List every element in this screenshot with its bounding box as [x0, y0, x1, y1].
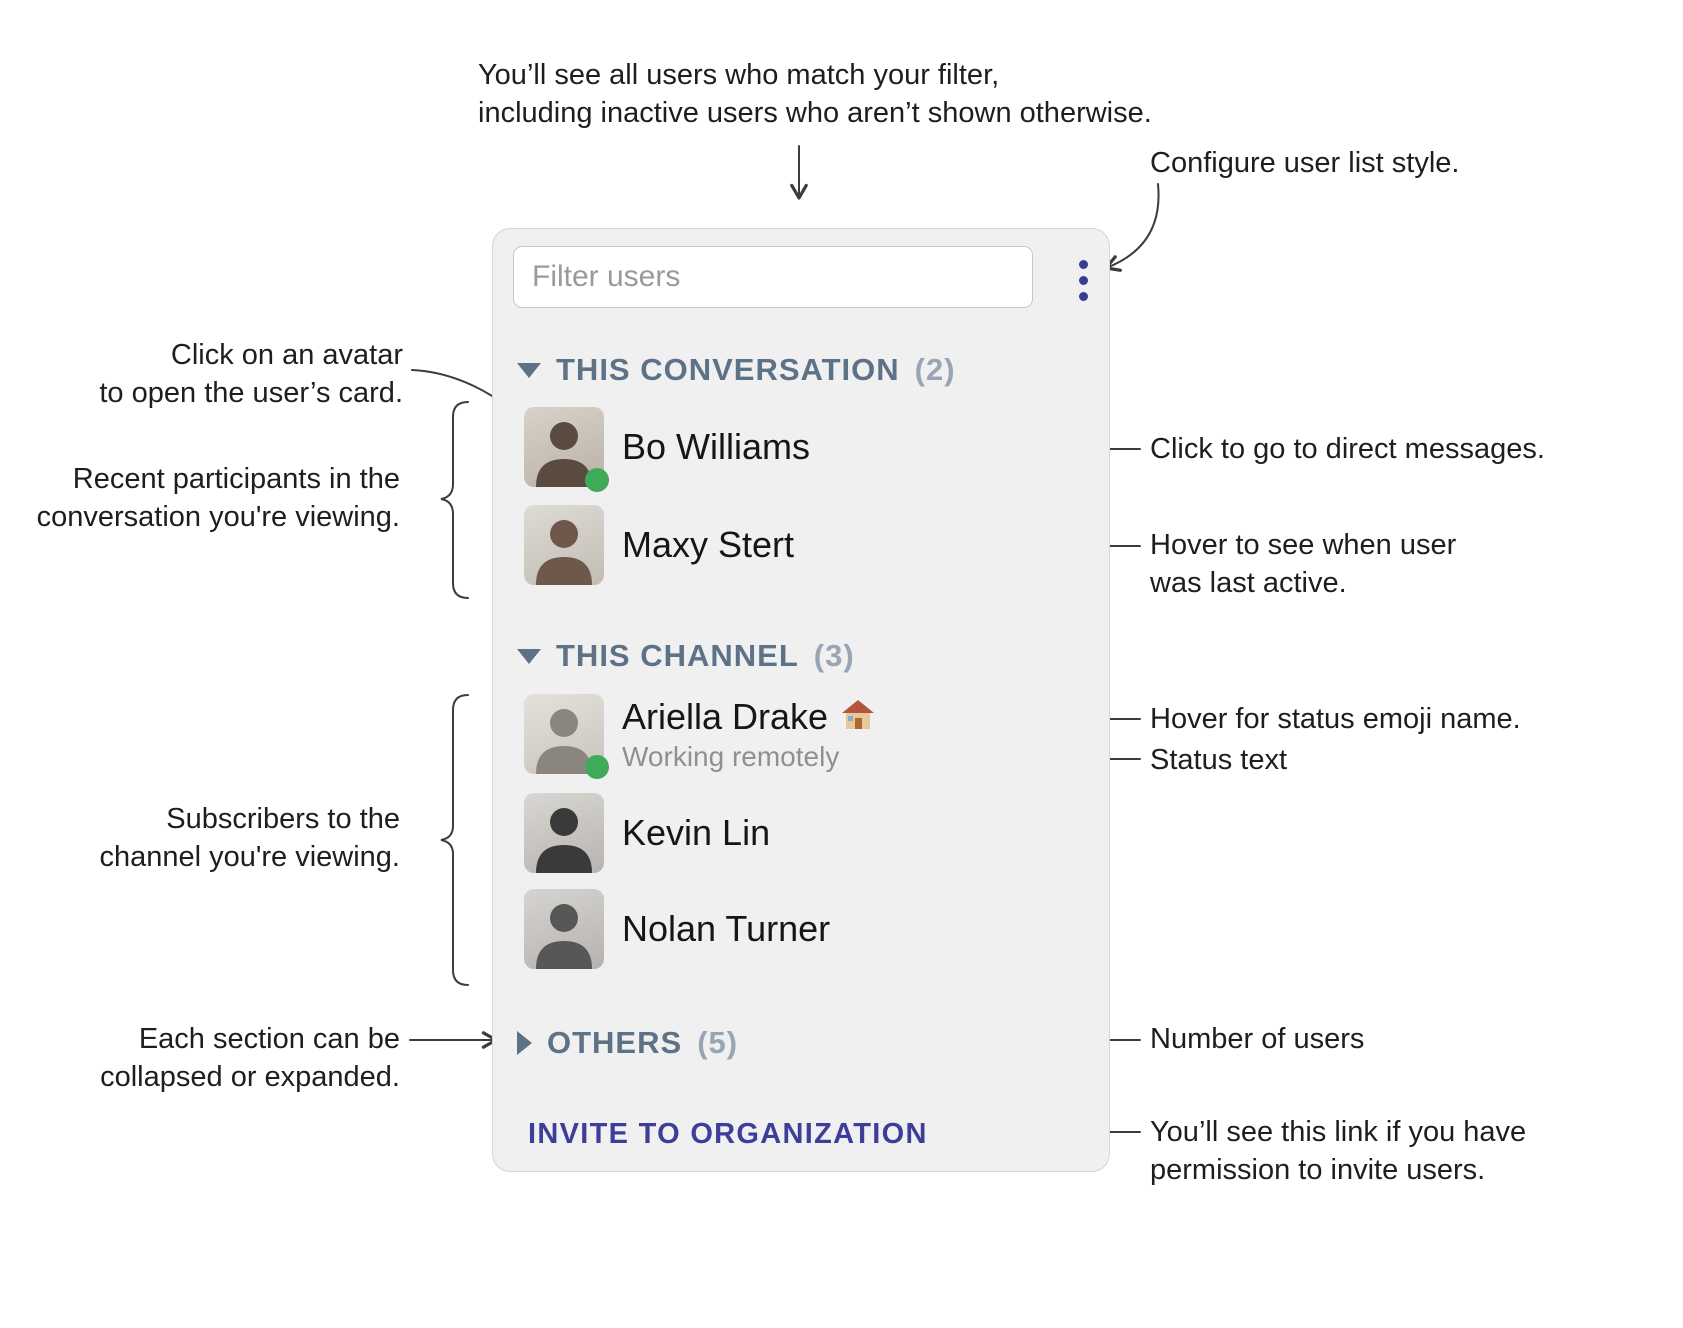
annotation-status-emoji: Hover for status emoji name. — [1150, 700, 1521, 738]
user-row-nolan-turner[interactable]: Nolan Turner — [524, 889, 830, 969]
person-silhouette-icon — [536, 422, 592, 487]
user-name[interactable]: Bo Williams — [622, 426, 811, 467]
kebab-menu-icon — [1078, 291, 1088, 301]
annotation-recent-participants: Recent participants in the conversation … — [37, 460, 400, 536]
person-silhouette-icon — [536, 520, 592, 585]
user-name[interactable]: Nolan Turner — [622, 908, 831, 949]
user-row-ariella-drake[interactable]: Ariella Drake Working remotely — [524, 694, 876, 779]
annotation-line: conversation you're viewing. — [36, 501, 400, 533]
annotation-line: Configure user list style. — [1150, 147, 1460, 179]
annotation-line: permission to invite users. — [1150, 1154, 1486, 1186]
annotation-line: Click to go to direct messages. — [1150, 433, 1545, 465]
annotation-line: Status text — [1150, 744, 1288, 776]
user-status-text: Working remotely — [622, 741, 840, 772]
annotation-direct-messages: Click to go to direct messages. — [1150, 430, 1545, 468]
presence-dot — [585, 755, 609, 779]
user-name[interactable]: Kevin Lin — [622, 812, 771, 853]
annotation-line: Each section can be — [138, 1023, 400, 1055]
section-label: THIS CHANNEL — [556, 638, 799, 673]
annotation-line: collapsed or expanded. — [100, 1061, 400, 1093]
section-label: THIS CONVERSATION — [556, 352, 900, 387]
triangle-down-icon — [517, 648, 541, 664]
annotation-number-of-users: Number of users — [1150, 1020, 1364, 1058]
avatar[interactable] — [524, 793, 604, 873]
annotation-configure: Configure user list style. — [1150, 144, 1459, 182]
kebab-menu-icon — [1078, 275, 1088, 285]
avatar[interactable] — [524, 694, 609, 779]
annotation-line: Hover to see when user — [1150, 529, 1457, 561]
annotation-avatar-click: Click on an avatar to open the user’s ca… — [99, 336, 403, 412]
annotation-subscribers: Subscribers to the channel you're viewin… — [99, 800, 400, 876]
annotation-line: You’ll see this link if you have — [1150, 1116, 1527, 1148]
annotation-line: was last active. — [1150, 567, 1347, 599]
avatar[interactable] — [524, 407, 609, 492]
annotation-line: Hover for status emoji name. — [1150, 703, 1521, 735]
section-header-others[interactable]: OTHERS (5) — [517, 1024, 738, 1062]
triangle-down-icon — [517, 362, 541, 378]
person-silhouette-icon — [536, 808, 592, 873]
user-list-menu-button[interactable] — [1059, 253, 1107, 307]
annotation-filter-note: You’ll see all users who match your filt… — [478, 56, 1152, 132]
section-count: (2) — [914, 352, 956, 387]
section-count: (5) — [697, 1025, 739, 1060]
annotation-status-text: Status text — [1150, 741, 1287, 779]
person-silhouette-icon — [536, 904, 592, 969]
user-name[interactable]: Maxy Stert — [622, 524, 795, 565]
triangle-right-icon — [517, 1031, 532, 1055]
user-row-bo-williams[interactable]: Bo Williams — [524, 407, 811, 492]
annotation-line: to open the user’s card. — [99, 377, 403, 409]
section-label: OTHERS — [547, 1025, 683, 1060]
annotation-line: Subscribers to the — [166, 803, 400, 835]
annotation-line: including inactive users who aren’t show… — [478, 97, 1152, 129]
user-row-kevin-lin[interactable]: Kevin Lin — [524, 793, 770, 873]
presence-dot — [585, 468, 609, 492]
user-list-panel: THIS CONVERSATION (2) Bo Williams Maxy S… — [492, 228, 1110, 1172]
annotation-line: Number of users — [1150, 1023, 1365, 1055]
invite-to-organization-link[interactable]: INVITE TO ORGANIZATION — [528, 1118, 928, 1150]
section-count: (3) — [813, 638, 855, 673]
annotation-line: You’ll see all users who match your filt… — [478, 59, 1000, 91]
annotation-last-active: Hover to see when user was last active. — [1150, 526, 1456, 602]
person-silhouette-icon — [536, 709, 592, 774]
user-name[interactable]: Ariella Drake — [622, 696, 876, 737]
section-header-this-conversation[interactable]: THIS CONVERSATION (2) — [517, 351, 956, 389]
user-name-text: Ariella Drake — [622, 696, 829, 737]
avatar[interactable] — [524, 505, 604, 585]
user-name-block: Ariella Drake Working remotely — [622, 694, 876, 774]
annotation-line: channel you're viewing. — [99, 841, 400, 873]
kebab-menu-icon — [1078, 259, 1088, 269]
section-header-this-channel[interactable]: THIS CHANNEL (3) — [517, 637, 855, 675]
annotation-line: Click on an avatar — [170, 339, 403, 371]
annotation-line: Recent participants in the — [72, 463, 400, 495]
avatar[interactable] — [524, 889, 604, 969]
annotation-invite: You’ll see this link if you have permiss… — [1150, 1113, 1526, 1189]
annotation-collapse: Each section can be collapsed or expande… — [100, 1020, 400, 1096]
filter-users-input[interactable] — [513, 246, 1033, 308]
user-row-maxy-stert[interactable]: Maxy Stert — [524, 505, 794, 585]
house-status-emoji[interactable] — [840, 697, 876, 733]
